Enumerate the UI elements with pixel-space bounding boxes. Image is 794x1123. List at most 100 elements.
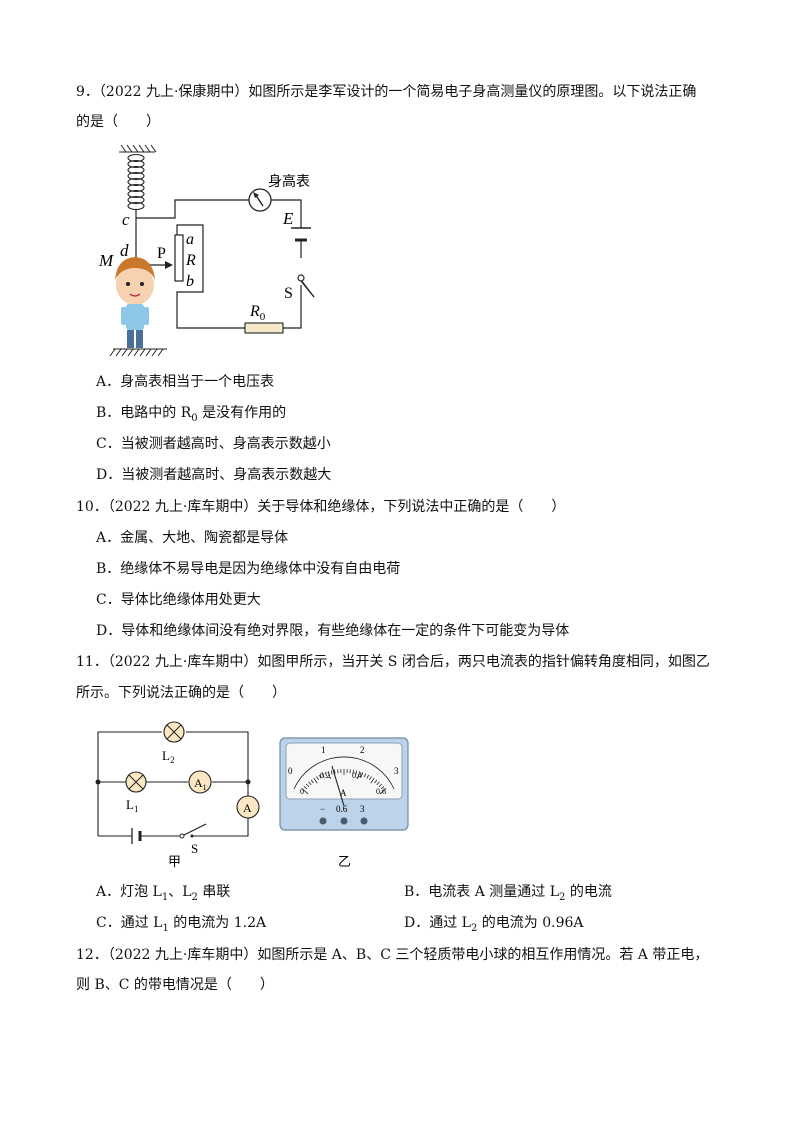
dial-tick [369,776,372,781]
q11-option-c: C．通过 L1 的电流为 1.2A [96,915,267,934]
q11-option-b: B．电流表 A 测量通过 L2 的电流 [404,884,612,903]
battery-e [291,227,311,242]
q10-option-d: D．导体和绝缘体间没有绝对界限，有些绝缘体在一定的条件下可能变为导体 [96,623,570,639]
dial-tick [374,779,378,784]
upper-scale-0: 0 [288,766,293,776]
q9-stem-line2: 的是（ ） [76,114,160,130]
q11-option-d: D．通过 L2 的电流为 0.96A [404,915,584,934]
dial-tick [376,781,380,786]
label-a1: A1 [194,776,207,792]
terminal-post [340,817,348,825]
q9-option-a: A．身高表相当于一个电压表 [96,374,275,390]
label-l2: L2 [162,748,174,765]
q10-option-c: C．导体比绝缘体用处更大 [96,592,261,608]
jia-switch-s [179,823,207,839]
lower-scale-0.4: 0.4 [352,771,362,780]
dial-tick [313,777,318,784]
dial-tick [337,769,339,774]
label-s: S [284,285,293,302]
dial-tick [324,772,327,777]
jia-wires [97,731,249,837]
label-l1: L1 [126,797,138,814]
dial-tick [380,786,385,790]
q11-figure-yi-ammeter-dial: 0 1 2 3 0 0.2 0.4 0.6 A − 0.6 3 乙 [279,737,409,869]
ammeter-a-icon [236,795,260,819]
upper-scale-2: 2 [360,745,365,755]
dial-tick [361,772,364,777]
label-s: S [191,841,198,856]
q9-stem-line1: 9．（2022 九上·保康期中）如图所示是李军设计的一个简易电子身高测量仪的原理… [76,84,697,100]
dial-tick [349,769,351,774]
caption-yi: 乙 [338,854,351,869]
q10-option-b: B．绝缘体不易导电是因为绝缘体中没有自由电荷 [96,561,401,577]
q12-stem-line1: 12．（2022 九上·库车期中）如图所示是 A、B、C 三个轻质带电小球的相互… [76,947,709,963]
upper-scale-3: 3 [394,766,399,776]
label-r: R [185,252,196,269]
label-c: c [122,210,130,229]
junction-dot [245,779,251,785]
ammeter-a1-icon [188,770,212,794]
q9-height-meter-circuit-figure: 身高表 E S R0 c d M P a R b [98,144,315,357]
q10-stem: 10．（2022 九上·库车期中）关于导体和绝缘体，下列说法中正确的是（ ） [76,499,566,515]
dial-tick [370,777,375,784]
jia-battery [131,828,142,844]
q9-option-b: B．电路中的 R0 是没有作用的 [96,405,287,424]
q11-option-a: A．灯泡 L1、L2 串联 [96,884,231,903]
upper-scale-1: 1 [321,745,326,755]
label-r0: R0 [249,303,266,323]
q9-option-c: C．当被测者越高时、身高表示数越小 [96,436,331,452]
caption-jia: 甲 [168,854,181,869]
terminal-3: 3 [360,804,365,814]
q11-figure-jia-circuit: L2 L1 A1 A S 甲 [95,721,260,869]
q12-stem-line2: 则 B、C 的带电情况是（ ） [76,977,274,993]
dial-tick [379,788,387,795]
q9-option-d: D．当被测者越高时、身高表示数越大 [96,467,332,483]
unit-a: A [340,788,347,798]
junction-dot [95,779,101,785]
q10-option-a: A．金属、大地、陶瓷都是导体 [96,530,289,546]
height-meter-icon [248,188,272,212]
dial-tick [363,773,367,778]
label-d: d [120,241,129,260]
label-m: M [98,251,114,270]
lamp-l2-icon [163,721,185,743]
lower-scale-0.2: 0.2 [320,771,330,780]
terminal-post [319,817,327,825]
dial-tick [355,770,358,775]
dial-tick [308,781,312,786]
resistor-r0 [244,322,284,334]
meter-tick-marks [301,769,387,795]
label-e: E [282,209,294,228]
spring-coil [127,153,145,211]
lower-scale-0: 0 [300,787,304,796]
dial-tick [306,783,310,788]
dial-tick [366,774,370,779]
label-p: P [157,245,166,262]
scale-arc [293,756,395,790]
label-a: A [243,801,252,815]
label-b: b [186,273,194,290]
q11-stem-line1: 11．（2022 九上·库车期中）如图甲所示，当开关 S 闭合后，两只电流表的指… [76,654,710,670]
dial-tick [357,771,361,780]
dial-tick [303,786,308,790]
meter-needle [331,765,345,807]
lower-scale-0.6: 0.6 [376,787,386,796]
dial-tick [321,773,325,778]
floor-hatch [109,348,167,357]
terminal-minus: − [320,804,325,814]
dial-tick [352,769,354,774]
q11-stem-line2: 所示。下列说法正确的是（ ） [76,685,286,701]
label-a: a [186,231,194,248]
dial-tick [316,776,319,781]
dial-tick [327,771,331,780]
dial-tick [301,788,309,795]
lamp-l1-icon [125,771,147,793]
boy-figure-icon [115,257,155,348]
terminal-post [360,817,368,825]
switch-s [297,274,315,298]
rheostat-r [174,234,184,282]
ceiling-hatch [119,144,157,153]
dial-tick [378,783,382,788]
dial-tick [310,779,314,784]
slider-arrow [165,261,173,269]
